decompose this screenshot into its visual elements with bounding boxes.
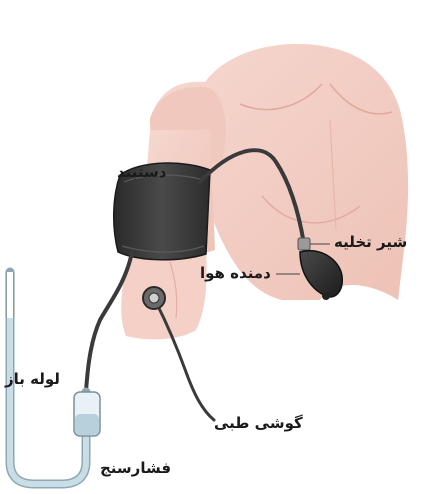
deflation-valve (298, 238, 310, 250)
label-cuff: دستبند (117, 165, 166, 180)
label-stethoscope: گوشی طبی (214, 416, 303, 431)
label-manometer: فشارسنج (100, 461, 171, 476)
label-air-pump: دمنده هوا (200, 266, 271, 281)
label-deflation-valve: شیر تخلیه (334, 235, 407, 250)
label-open-tube: لوله باز (5, 372, 60, 387)
